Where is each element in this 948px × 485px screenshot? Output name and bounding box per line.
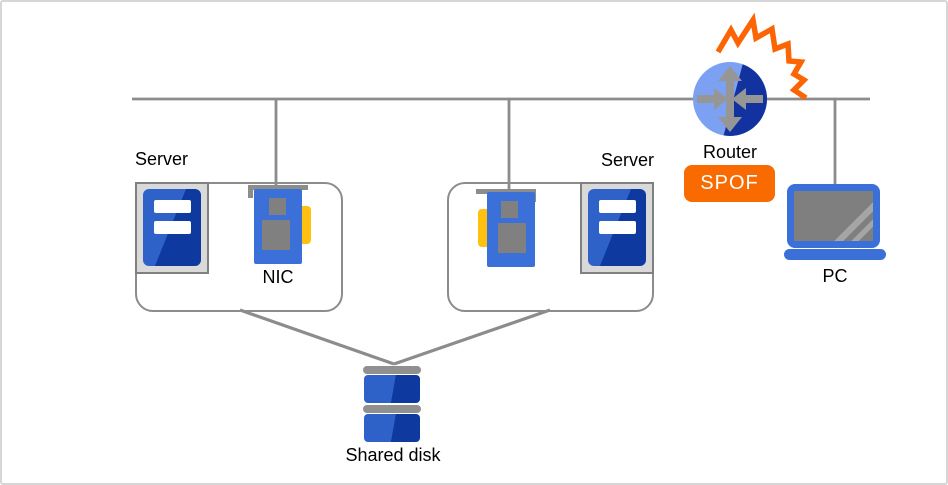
nic-bracket-tab bbox=[248, 185, 253, 198]
shared-disk-label: Shared disk bbox=[345, 445, 441, 465]
nic-chip-large bbox=[262, 220, 290, 250]
nic-label: NIC bbox=[262, 267, 294, 287]
server-drive-slot bbox=[154, 221, 191, 234]
server-tower-body bbox=[143, 189, 201, 266]
server-tower-icon-right bbox=[580, 182, 654, 274]
spof-badge: SPOF bbox=[684, 165, 775, 202]
router-arrows bbox=[697, 66, 763, 132]
laptop-icon bbox=[787, 184, 880, 248]
laptop-screen-shine bbox=[794, 191, 873, 241]
disk-platter-bar bbox=[363, 366, 421, 374]
pc-label: PC bbox=[822, 266, 848, 286]
server-drive-slot bbox=[599, 200, 636, 213]
nic-connector bbox=[299, 206, 311, 244]
router-label: Router bbox=[702, 142, 758, 162]
nic-chip-small bbox=[269, 198, 286, 215]
nic-bracket bbox=[476, 189, 536, 194]
failure-burst-icon bbox=[715, 12, 809, 101]
nic-bracket bbox=[248, 185, 308, 190]
server-right-label: Server bbox=[600, 150, 654, 170]
server-drive-slot bbox=[599, 221, 636, 234]
disk-link-left bbox=[239, 308, 395, 366]
disk-body bbox=[364, 414, 420, 442]
disk-link-right bbox=[393, 308, 551, 366]
server-drive-slot bbox=[154, 200, 191, 213]
laptop-base bbox=[784, 249, 886, 260]
nic-chip-large bbox=[498, 223, 526, 253]
server-tower-icon-left bbox=[135, 182, 209, 274]
nic-chip-small bbox=[501, 201, 518, 218]
server-tower-body bbox=[588, 189, 646, 266]
shared-disk-icon bbox=[363, 366, 421, 444]
disk-platter-bar bbox=[363, 405, 421, 413]
router-icon bbox=[693, 62, 768, 136]
disk-body bbox=[364, 375, 420, 403]
server-left-label: Server bbox=[135, 149, 189, 169]
